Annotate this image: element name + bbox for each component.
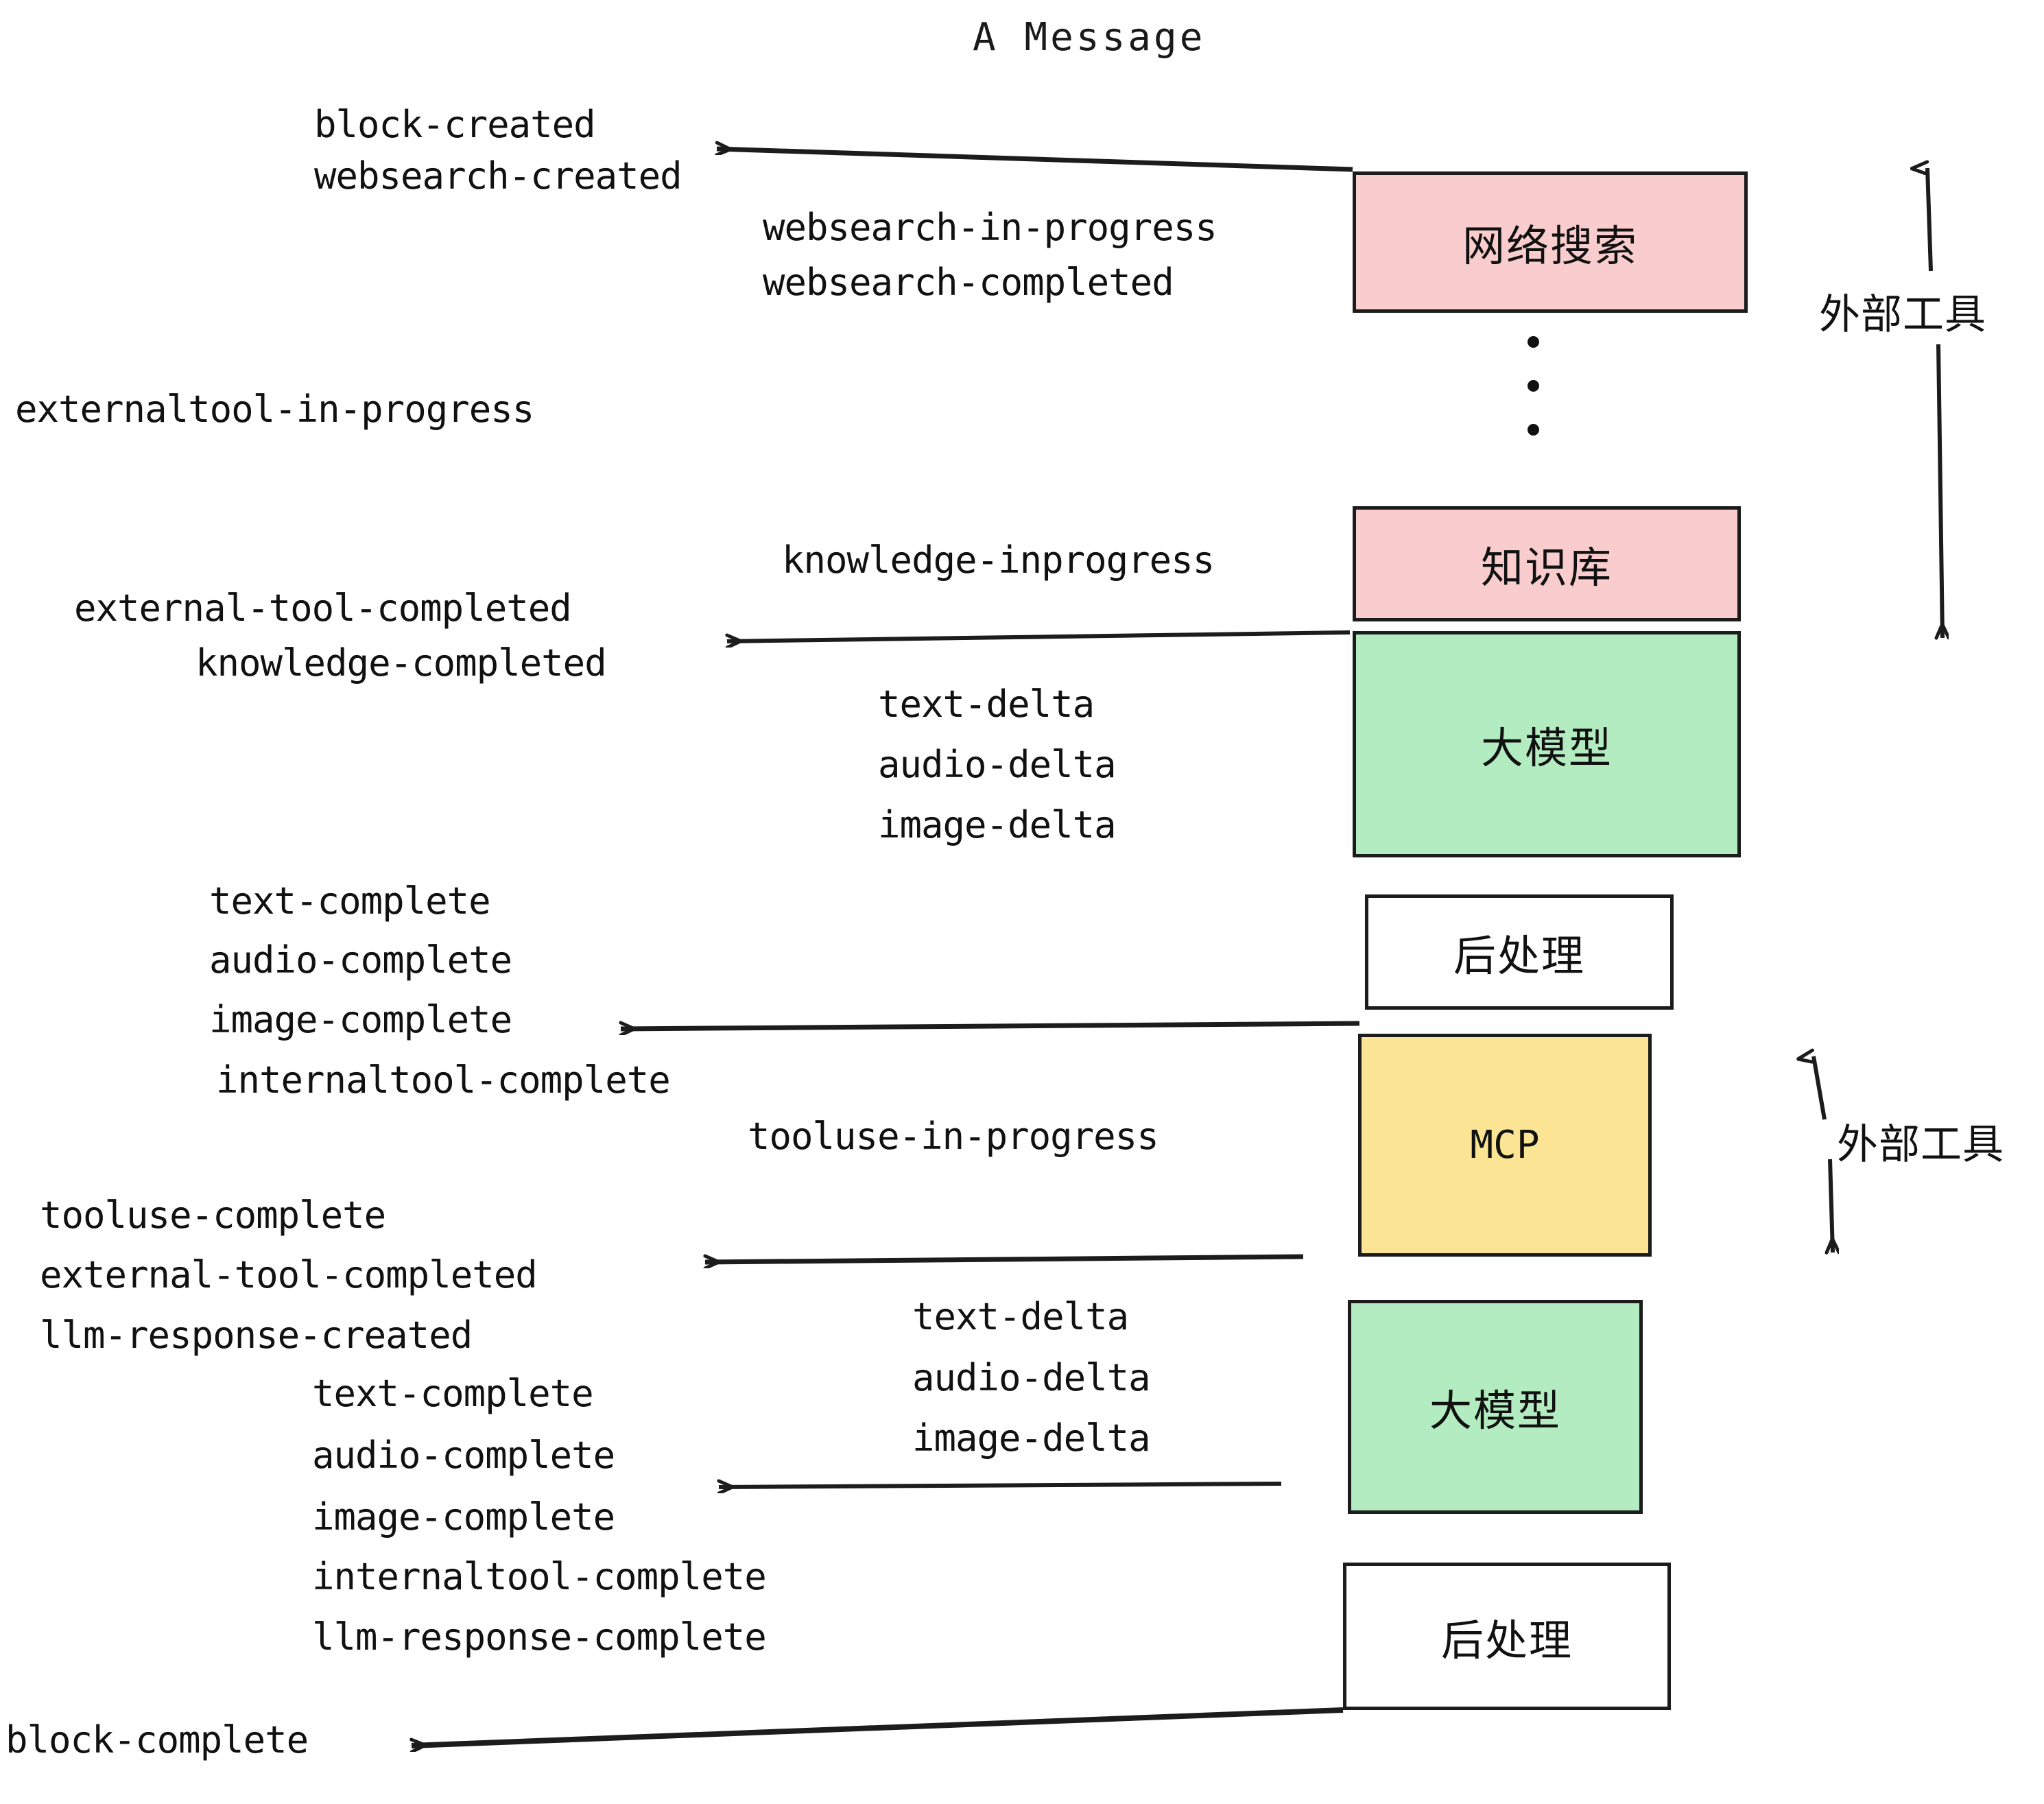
- arrow-external-tool-up-bottom: [1814, 1056, 1827, 1120]
- event-label-image-complete-2: image-complete: [312, 1495, 615, 1539]
- box-llm-2[interactable]: 大模型: [1348, 1300, 1643, 1514]
- box-postprocess-2[interactable]: 后处理: [1343, 1563, 1671, 1710]
- box-postprocess-1[interactable]: 后处理: [1365, 894, 1674, 1010]
- side-label-external-tool-bottom: 外部工具: [1837, 1121, 2004, 1169]
- event-label-audio-delta-2: audio-delta: [912, 1356, 1151, 1399]
- page-title: A Message: [973, 15, 1206, 60]
- event-label-image-delta-2: image-delta: [912, 1416, 1151, 1460]
- event-label-text-delta-2: text-delta: [912, 1295, 1129, 1338]
- event-label-knowledge-completed: knowledge-completed: [195, 641, 607, 685]
- dot-3: [1527, 424, 1539, 436]
- event-label-llm-response-complete: llm-response-complete: [312, 1615, 767, 1659]
- arrow-knowledge-completed: [727, 630, 1351, 641]
- event-label-tooluse-in-progress: tooluse-in-progress: [748, 1115, 1159, 1158]
- box-mcp[interactable]: MCP: [1358, 1034, 1652, 1257]
- box-llm-1[interactable]: 大模型: [1353, 631, 1741, 857]
- arrow-external-tool-down-bottom: [1830, 1159, 1833, 1253]
- event-label-knowledge-inprogress: knowledge-inprogress: [782, 538, 1215, 582]
- arrow-block-complete: [412, 1707, 1344, 1746]
- event-label-audio-delta-1: audio-delta: [878, 743, 1117, 786]
- arrow-image-complete: [621, 1021, 1360, 1029]
- event-label-image-delta-1: image-delta: [878, 803, 1117, 846]
- event-label-audio-complete-1: audio-complete: [209, 938, 512, 982]
- box-label-postprocess-2: 后处理: [1440, 1615, 1573, 1665]
- box-label-postprocess-1: 后处理: [1453, 931, 1585, 981]
- event-label-websearch-completed: websearch-completed: [763, 261, 1174, 304]
- arrow-external-tool-up-top: [1927, 168, 1933, 272]
- box-label-websearch: 网络搜索: [1462, 221, 1638, 271]
- event-label-text-delta-1: text-delta: [878, 683, 1095, 726]
- dot-1: [1527, 336, 1539, 348]
- arrow-external-tool-down-top: [1938, 344, 1942, 638]
- box-websearch[interactable]: 网络搜索: [1353, 171, 1748, 313]
- box-label-llm-1: 大模型: [1480, 723, 1613, 773]
- event-label-llm-response-created: llm-response-created: [40, 1314, 473, 1357]
- event-label-audio-complete-2: audio-complete: [312, 1434, 615, 1477]
- event-label-websearch-created: websearch-created: [314, 154, 682, 198]
- event-label-externaltool-in-progress: externaltool-in-progress: [15, 388, 534, 431]
- event-label-external-tool-completed-2: external-tool-completed: [40, 1253, 538, 1296]
- box-label-mcp: MCP: [1470, 1123, 1540, 1167]
- box-label-llm-2: 大模型: [1429, 1386, 1561, 1436]
- event-label-image-complete-1: image-complete: [209, 998, 512, 1041]
- arrow-audio-complete: [719, 1484, 1282, 1487]
- event-label-block-created: block-created: [314, 103, 596, 146]
- side-label-external-tool-top: 外部工具: [1819, 291, 1986, 339]
- event-label-tooluse-complete: tooluse-complete: [40, 1194, 386, 1237]
- arrow-block-created: [717, 149, 1353, 172]
- event-label-text-complete-2: text-complete: [312, 1372, 594, 1415]
- ellipsis-dots: [1526, 336, 1540, 436]
- event-label-external-tool-completed-1: external-tool-completed: [74, 586, 572, 630]
- dot-2: [1527, 380, 1539, 392]
- event-label-internaltool-complete-1: internaltool-complete: [216, 1058, 671, 1102]
- event-label-websearch-in-progress: websearch-in-progress: [763, 206, 1217, 249]
- arrow-tooluse-complete: [705, 1254, 1304, 1262]
- box-knowledge[interactable]: 知识库: [1353, 506, 1741, 621]
- event-label-text-complete-1: text-complete: [209, 879, 491, 923]
- event-label-block-complete: block-complete: [5, 1718, 309, 1761]
- event-label-internaltool-complete-2: internaltool-complete: [312, 1555, 767, 1598]
- box-label-knowledge: 知识库: [1480, 543, 1613, 593]
